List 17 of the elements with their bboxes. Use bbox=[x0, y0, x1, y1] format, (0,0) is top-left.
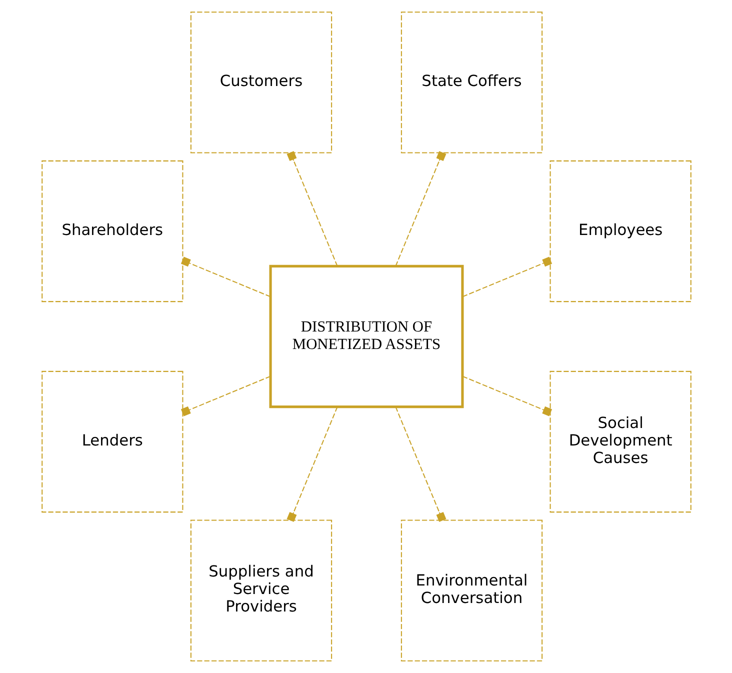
node-box: Lenders bbox=[41, 370, 183, 513]
connector bbox=[286, 151, 338, 266]
node-box: Social Development Causes bbox=[549, 370, 691, 513]
node-box: Environmental Conversation bbox=[400, 520, 542, 662]
node-box: Shareholders bbox=[41, 160, 183, 302]
node-box: Suppliers and Service Providers bbox=[190, 520, 332, 662]
connector bbox=[462, 256, 552, 298]
connector bbox=[286, 406, 338, 522]
connector bbox=[180, 256, 270, 298]
node-box: DISTRIBUTION OF MONETIZED ASSETS bbox=[268, 264, 464, 408]
connector bbox=[394, 406, 446, 522]
node-box: Customers bbox=[190, 12, 332, 154]
connector bbox=[462, 376, 552, 416]
connector bbox=[180, 376, 270, 416]
node-box: State Coffers bbox=[400, 12, 542, 154]
connector bbox=[394, 151, 446, 266]
node-box: Employees bbox=[549, 160, 691, 302]
